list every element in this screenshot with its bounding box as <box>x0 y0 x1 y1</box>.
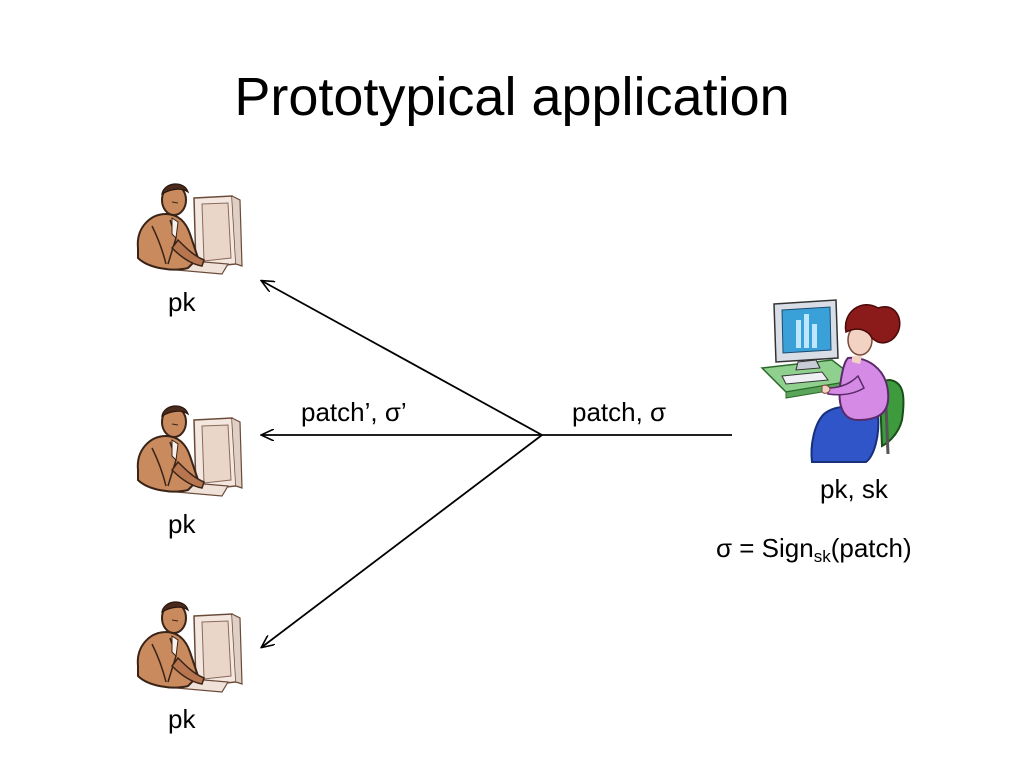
incoming-edge-label: patch, σ <box>572 397 667 427</box>
receiver-icon-3 <box>136 600 243 693</box>
receiver-icon-2 <box>136 404 243 497</box>
arrow-to-receiver-1 <box>262 281 543 436</box>
receiver-label-3: pk <box>168 704 196 734</box>
signer-keys-label: pk, sk <box>820 474 888 504</box>
receiver-label-2: pk <box>168 509 196 539</box>
receiver-label-1: pk <box>168 287 196 317</box>
arrow-to-receiver-3 <box>262 434 543 647</box>
formula-lhs: σ = Sign <box>716 533 814 563</box>
receiver-icon-1 <box>136 182 243 275</box>
slide-title: Prototypical application <box>234 67 790 127</box>
signer-icon <box>760 298 905 464</box>
signature-formula: σ = Signsk(patch) <box>716 532 912 566</box>
formula-rhs: (patch) <box>830 533 912 563</box>
outgoing-edge-label: patch’, σ’ <box>301 397 407 427</box>
formula-subscript: sk <box>813 547 831 566</box>
